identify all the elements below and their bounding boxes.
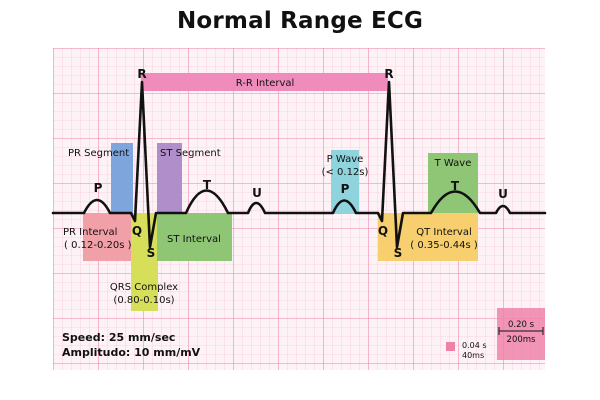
st-segment-label: ST Segment: [160, 148, 221, 159]
p-label-2: P: [341, 182, 350, 196]
large-box-ms: 200ms: [507, 335, 537, 345]
small-box-marker: [446, 342, 455, 351]
t-label-2: T: [451, 179, 460, 193]
wave-labels: P Q R S T U P Q R S T U: [94, 67, 508, 260]
pr-interval-box: [83, 213, 133, 261]
ecg-trace: [51, 80, 547, 249]
p-label-1: P: [94, 181, 103, 195]
q-label-2: Q: [378, 224, 388, 238]
t-label-1: T: [203, 178, 212, 192]
p-wave-label: P Wave: [327, 154, 364, 165]
qrs-complex-label: QRS Complex: [110, 282, 178, 293]
interval-annotations: R-R Interval PR Segment ST Segment PR In…: [63, 78, 478, 306]
s-label-2: S: [394, 246, 403, 260]
speed-label: Speed: 25 mm/sec: [62, 331, 175, 344]
u-label-2: U: [498, 187, 508, 201]
p-wave-range: (< 0.12s): [322, 167, 369, 178]
small-box-ms: 40ms: [462, 351, 484, 360]
r-label-2: R: [384, 67, 393, 81]
interval-boxes: [83, 73, 478, 311]
pr-segment-box: [111, 143, 133, 213]
st-segment-box: [157, 143, 182, 213]
qt-interval-range: ( 0.35-0.44s ): [410, 240, 478, 251]
qt-interval-label: QT Interval: [416, 227, 471, 238]
u-label-1: U: [252, 186, 262, 200]
p-wave-box: [331, 150, 359, 214]
rr-interval-box: [141, 73, 388, 91]
st-interval-label: ST Interval: [167, 234, 221, 245]
diagram-title: Normal Range ECG: [176, 8, 424, 34]
t-wave-label: T Wave: [434, 158, 472, 169]
pr-segment-label: PR Segment: [68, 148, 129, 159]
recording-info: Speed: 25 mm/sec Amplitudo: 10 mm/mV: [62, 331, 201, 359]
scale-small: 0.04 s 40ms: [446, 341, 487, 360]
r-label-1: R: [137, 67, 146, 81]
large-box-time: 0.20 s: [508, 320, 535, 330]
rr-interval-label: R-R Interval: [236, 78, 295, 89]
s-label-1: S: [147, 246, 156, 260]
pr-interval-label: PR Interval: [63, 227, 117, 238]
pr-interval-range: ( 0.12-0.20s ): [64, 240, 132, 251]
small-box-time: 0.04 s: [462, 341, 487, 350]
qrs-complex-range: (0.80-0.10s): [113, 295, 174, 306]
scale-large: 0.20 s 200ms: [497, 308, 545, 360]
st-interval-box: [157, 213, 232, 261]
large-box-marker: [497, 308, 545, 360]
amplitude-label: Amplitudo: 10 mm/mV: [62, 346, 201, 359]
q-label-1: Q: [132, 224, 142, 238]
